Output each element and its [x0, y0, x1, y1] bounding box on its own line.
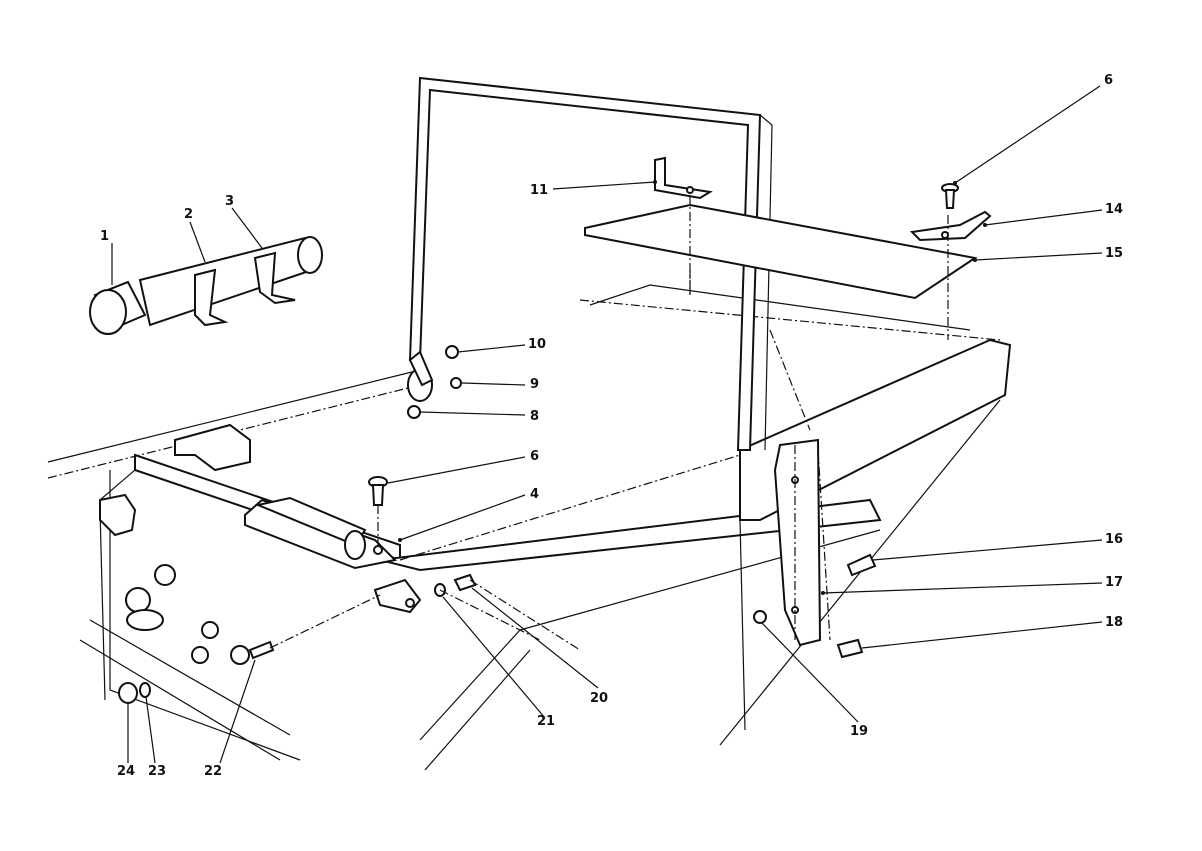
side-bracket: [753, 438, 877, 659]
callout-19: 19: [850, 724, 868, 739]
shelf-plate-15: [584, 203, 978, 300]
toggle-switch: [407, 345, 462, 419]
callout-21: 21: [537, 714, 555, 729]
clamp-3: [194, 251, 296, 327]
upright-frame: [408, 76, 773, 451]
callout-16: 16: [1105, 532, 1123, 547]
callout-22: 22: [204, 764, 222, 779]
callout-11: 11: [530, 183, 548, 198]
box-body: [47, 284, 1012, 771]
callout-20: 20: [590, 691, 608, 706]
callout-2: 2: [184, 207, 193, 222]
callout-17: 17: [1105, 575, 1123, 590]
callout-8: 8: [530, 409, 539, 424]
callout-18: 18: [1105, 615, 1123, 630]
callout-23: 23: [148, 764, 166, 779]
callout-4: 4: [530, 487, 539, 502]
screw-6-mid: [368, 476, 388, 506]
callout-labels: 1 2 3 4 6 6 8 9 10 11 14 15 16 17 18 19 …: [100, 73, 1123, 779]
screw-6-top: [941, 183, 959, 209]
callout-24: 24: [117, 764, 135, 779]
bracket-11: [654, 156, 713, 200]
callout-9: 9: [530, 377, 539, 392]
callout-15: 15: [1105, 246, 1123, 261]
callout-6-mid: 6: [530, 449, 539, 464]
callout-6-top: 6: [1104, 73, 1113, 88]
callout-1: 1: [100, 229, 109, 244]
callout-10: 10: [528, 337, 546, 352]
callout-14: 14: [1105, 202, 1123, 217]
fuse-tube-2: [138, 236, 323, 327]
bracket-14: [909, 210, 992, 242]
hinge-plate: [244, 496, 398, 570]
leader-lines: [111, 85, 1103, 764]
hardware-lower: [118, 573, 477, 704]
fuse-cap-1: [89, 280, 147, 335]
callout-3: 3: [225, 194, 234, 209]
